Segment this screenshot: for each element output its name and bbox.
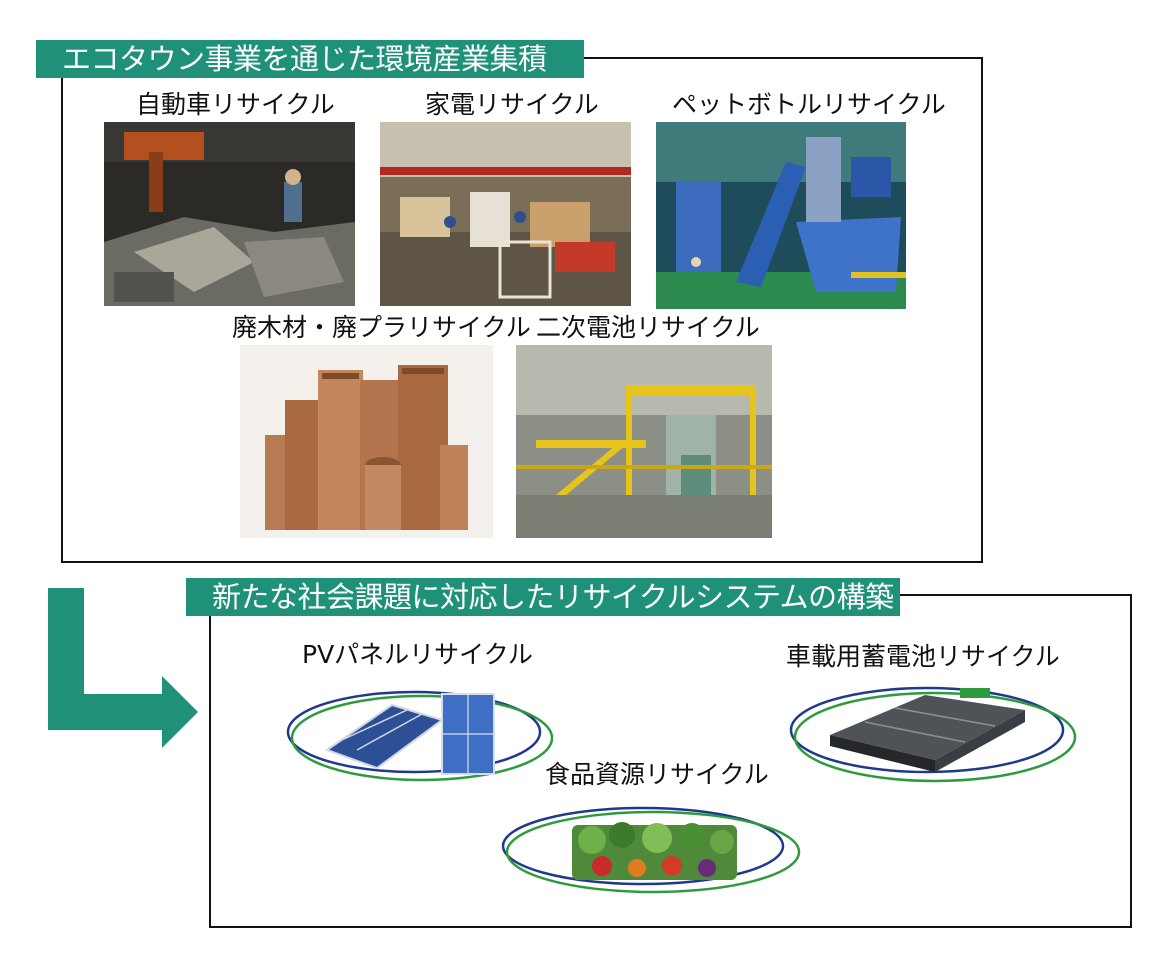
pet-bottle-recycling-plant-photo [656, 122, 906, 309]
car-recycling-plant-photo [104, 122, 355, 306]
wood-plastic-recycling-label: 廃木材・廃プラリサイクル [232, 313, 531, 342]
recycled-wood-plastic-profiles-photo [240, 345, 493, 538]
appliance-recycling-plant-photo [380, 122, 631, 306]
battery-recycling-label: 二次電池リサイクル [536, 313, 760, 342]
ev-battery-recycling-label: 車載用蓄電池リサイクル [786, 642, 1060, 671]
ecotown-section-title: エコタウン事業を通じた環境産業集積 [36, 40, 584, 78]
flow-arrow-icon [48, 588, 198, 748]
vegetables-icon [572, 822, 737, 880]
solar-panel-icon [324, 693, 495, 775]
appliance-recycling-label: 家電リサイクル [425, 90, 599, 119]
pet-bottle-recycling-label: ペットボトルリサイクル [672, 90, 946, 119]
ev-battery-pack-icon [830, 688, 1025, 772]
new-system-section-title: 新たな社会課題に対応したリサイクルシステムの構築 [186, 578, 900, 616]
pv-panel-recycling-label: PVパネルリサイクル [302, 640, 533, 669]
battery-recycling-plant-photo [516, 345, 772, 538]
car-recycling-label: 自動車リサイクル [136, 90, 335, 119]
pv-panel-group [286, 690, 554, 782]
food-resource-recycling-label: 食品資源リサイクル [545, 760, 769, 789]
food-resource-group [501, 806, 801, 894]
ev-battery-group [789, 686, 1077, 783]
